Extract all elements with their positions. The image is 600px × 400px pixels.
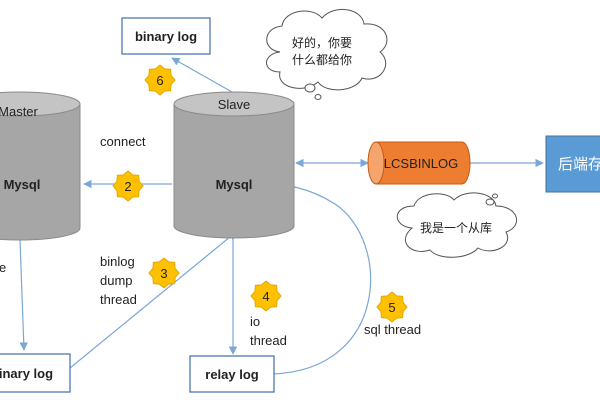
svg-text:6: 6 [156,73,163,88]
slave-db-cylinder[interactable] [173,91,295,239]
thought-cloud-top-line-1: 好的，你要 [292,35,352,50]
io-thread-label-2: thread [250,333,287,348]
master-to-binlog-bottom-arrow [19,239,28,351]
lcsbinlog-label: LCSBINLOG [384,156,458,171]
binlog-dump-label-1: binlog [100,254,135,269]
lcsbinlog-cylinder[interactable] [367,141,471,185]
master-mysql-label: Mysql [4,177,41,192]
binary-log-bottom-label: binary log [0,366,53,381]
master-db-cylinder[interactable] [0,91,81,241]
binary-log-bottom-box[interactable] [0,353,71,393]
binlog-dump-label-2: dump [100,273,133,288]
binlog-dump-label-3: thread [100,292,137,307]
svg-text:5: 5 [388,300,395,315]
io-thread-label-1: io [250,314,260,329]
thought-cloud-top-line-2: 什么都给你 [292,53,352,67]
binary-log-top-box[interactable] [121,17,211,55]
relay-log-label: relay log [205,367,259,382]
step-badge-5: 5 [376,291,408,323]
master-title: Master [0,104,39,119]
step-badge-3: 3 [148,257,180,289]
step-badge-6: 6 [144,64,176,96]
backend-storage-box[interactable] [545,135,600,193]
relay-log-box[interactable] [189,355,275,393]
binary-log-top-label: binary log [135,29,197,44]
step-badge-2: 2 [112,170,144,202]
svg-text:2: 2 [124,179,131,194]
binlog-dump-thread-arrow [69,231,237,369]
svg-text:4: 4 [262,289,269,304]
backend-storage-label: 后端存储 [558,155,600,173]
sql-thread-label: sql thread [364,322,421,337]
slave-mysql-label: Mysql [216,177,253,192]
thought-cloud-bottom-text: 我是一个从库 [420,220,492,235]
master-stray-char: e [0,260,6,275]
svg-text:3: 3 [160,266,167,281]
connect-label: connect [100,134,146,149]
step-badge-4: 4 [250,280,282,312]
thought-cloud-top [266,9,388,100]
slave-title: Slave [218,97,251,112]
thought-cloud-bottom [396,192,518,258]
slave-to-binlog-top-arrow [171,57,233,93]
